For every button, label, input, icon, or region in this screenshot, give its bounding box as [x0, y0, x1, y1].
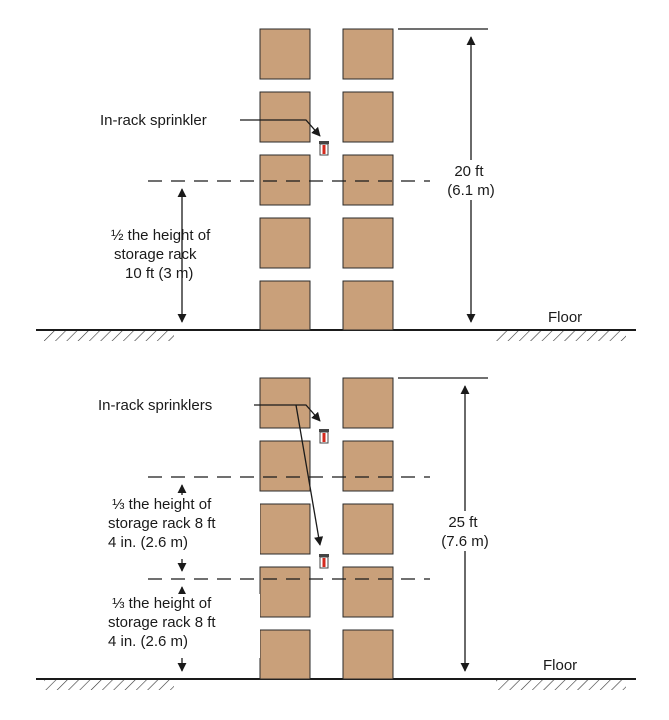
top-floor-hatch-right: [496, 331, 626, 341]
top-rack-box: [259, 154, 311, 206]
bottom-rack-box: [259, 440, 311, 492]
top-half-label-line1: ½ the height of: [111, 227, 211, 244]
top-rack-box: [259, 91, 311, 143]
top-sprinkler-leader: [240, 119, 321, 137]
top-rack-box: [259, 28, 311, 80]
bottom-floor-label: Floor: [543, 657, 577, 674]
bottom-rack-box: [342, 440, 394, 492]
bottom-upper-third-label: ⅓ the height of storage rack 8 ft 4 in. …: [108, 496, 220, 551]
top-floor-hatch-left: [44, 331, 174, 341]
bottom-lower-third-label-line2: storage rack 8 ft: [108, 614, 216, 631]
bottom-total-label-line1: 25 ft: [448, 514, 478, 531]
top-rack-box: [342, 91, 394, 143]
top-half-label-line2: storage rack: [114, 246, 197, 263]
top-total-label-bg: [438, 160, 504, 200]
bottom-upper-third-label-bg: [104, 495, 260, 559]
bottom-upper-third-label-line3: 4 in. (2.6 m): [108, 534, 188, 551]
top-floor-label: Floor: [548, 309, 582, 326]
top-rack-box: [342, 154, 394, 206]
bottom-lower-sprinkler-leader: [295, 404, 324, 546]
bottom-rack-box: [342, 377, 394, 429]
bottom-rack-box: [342, 566, 394, 618]
bottom-total-label-line2: (7.6 m): [441, 533, 489, 550]
top-diagram: In-rack sprinkler ½ the height of storag…: [36, 28, 636, 341]
top-half-label: ½ the height of storage rack 10 ft (3 m): [111, 227, 214, 282]
top-rack-box: [342, 217, 394, 269]
top-total-label: 20 ft (6.1 m): [447, 163, 495, 199]
top-rack-box: [342, 28, 394, 80]
bottom-rack-box: [342, 629, 394, 680]
bottom-total-label-bg: [432, 511, 498, 551]
bottom-floor-hatch-right: [496, 680, 626, 690]
top-sprinkler-label: In-rack sprinkler: [100, 112, 207, 129]
bottom-lower-third-label-line3: 4 in. (2.6 m): [108, 633, 188, 650]
top-rack-box: [259, 217, 311, 269]
bottom-lower-third-label-bg: [104, 594, 260, 658]
bottom-rack-box: [259, 566, 311, 618]
top-half-label-line3: 10 ft (3 m): [125, 265, 193, 282]
bottom-upper-sprinkler-icon: [319, 429, 329, 444]
bottom-upper-sprinkler-leader: [296, 404, 321, 422]
top-sprinkler-icon: [319, 141, 329, 156]
bottom-floor-hatch-left: [44, 680, 174, 690]
top-total-label-line2: (6.1 m): [447, 182, 495, 199]
top-total-label-line1: 20 ft: [454, 163, 484, 180]
bottom-rack-box: [259, 377, 311, 429]
bottom-lower-sprinkler-icon: [319, 554, 329, 569]
bottom-rack-box: [259, 503, 311, 555]
bottom-rack-box: [259, 629, 311, 680]
bottom-rack-box: [342, 503, 394, 555]
bottom-upper-third-label-line2: storage rack 8 ft: [108, 515, 216, 532]
bottom-lower-third-label: ⅓ the height of storage rack 8 ft 4 in. …: [108, 595, 220, 650]
bottom-upper-third-label-line1: ⅓ the height of: [112, 496, 212, 513]
bottom-sprinkler-label: In-rack sprinklers: [98, 397, 212, 414]
bottom-total-label: 25 ft (7.6 m): [441, 514, 489, 550]
top-rack-box: [259, 280, 311, 331]
bottom-lower-third-label-line1: ⅓ the height of: [112, 595, 212, 612]
bottom-diagram: In-rack sprinklers ⅓ the height of stora…: [36, 377, 636, 690]
top-rack-box: [342, 280, 394, 331]
